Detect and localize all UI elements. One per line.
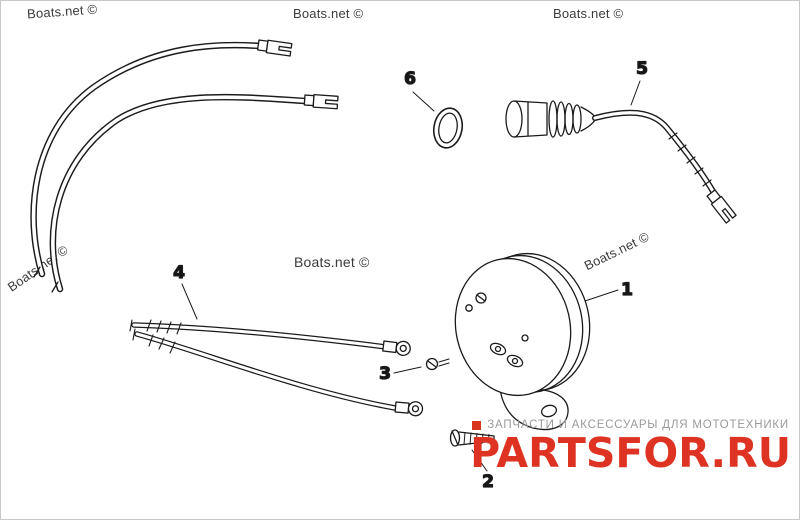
fork-terminal-upper-icon bbox=[256, 39, 293, 57]
ring-terminal-upper-icon bbox=[382, 340, 411, 357]
callout-6: 6 bbox=[404, 69, 416, 89]
screw-part3 bbox=[425, 357, 450, 371]
watermark-center: Boats.net © bbox=[294, 254, 370, 270]
callout-1: 1 bbox=[621, 280, 633, 300]
callout-5: 5 bbox=[636, 59, 648, 79]
callout-2: 2 bbox=[482, 472, 494, 492]
screw-part2 bbox=[449, 429, 495, 447]
plug-lead-wire bbox=[592, 109, 717, 196]
brand-logo: PARTSFOR.RU bbox=[470, 429, 791, 477]
leader-lines bbox=[181, 80, 641, 472]
lead-wire-part4-upper bbox=[129, 319, 389, 350]
plug-cap-part5 bbox=[505, 100, 596, 138]
watermark-top-center: Boats.net © bbox=[293, 6, 364, 21]
brand-tagline: ЗАПЧАСТИ И АКСЕССУАРЫ ДЛЯ МОТОТЕХНИКИ bbox=[472, 419, 789, 431]
fork-terminal-plug-lead-icon bbox=[706, 189, 737, 224]
harness-wire-lower bbox=[49, 93, 310, 293]
callout-3: 3 bbox=[379, 364, 391, 384]
lead-wire-part4-lower bbox=[132, 328, 398, 411]
oring-part6 bbox=[432, 107, 464, 149]
timer-base-part1 bbox=[454, 252, 591, 431]
fork-terminal-lower-icon bbox=[303, 93, 339, 110]
watermark-top-right: Boats.net © bbox=[553, 6, 624, 21]
ring-terminal-lower-icon bbox=[394, 401, 424, 417]
brand-icon bbox=[472, 420, 482, 430]
brand-tagline-text: ЗАПЧАСТИ И АКСЕССУАРЫ ДЛЯ МОТОТЕХНИКИ bbox=[487, 419, 789, 431]
harness-wire-upper bbox=[30, 41, 264, 278]
callout-4: 4 bbox=[173, 263, 185, 283]
